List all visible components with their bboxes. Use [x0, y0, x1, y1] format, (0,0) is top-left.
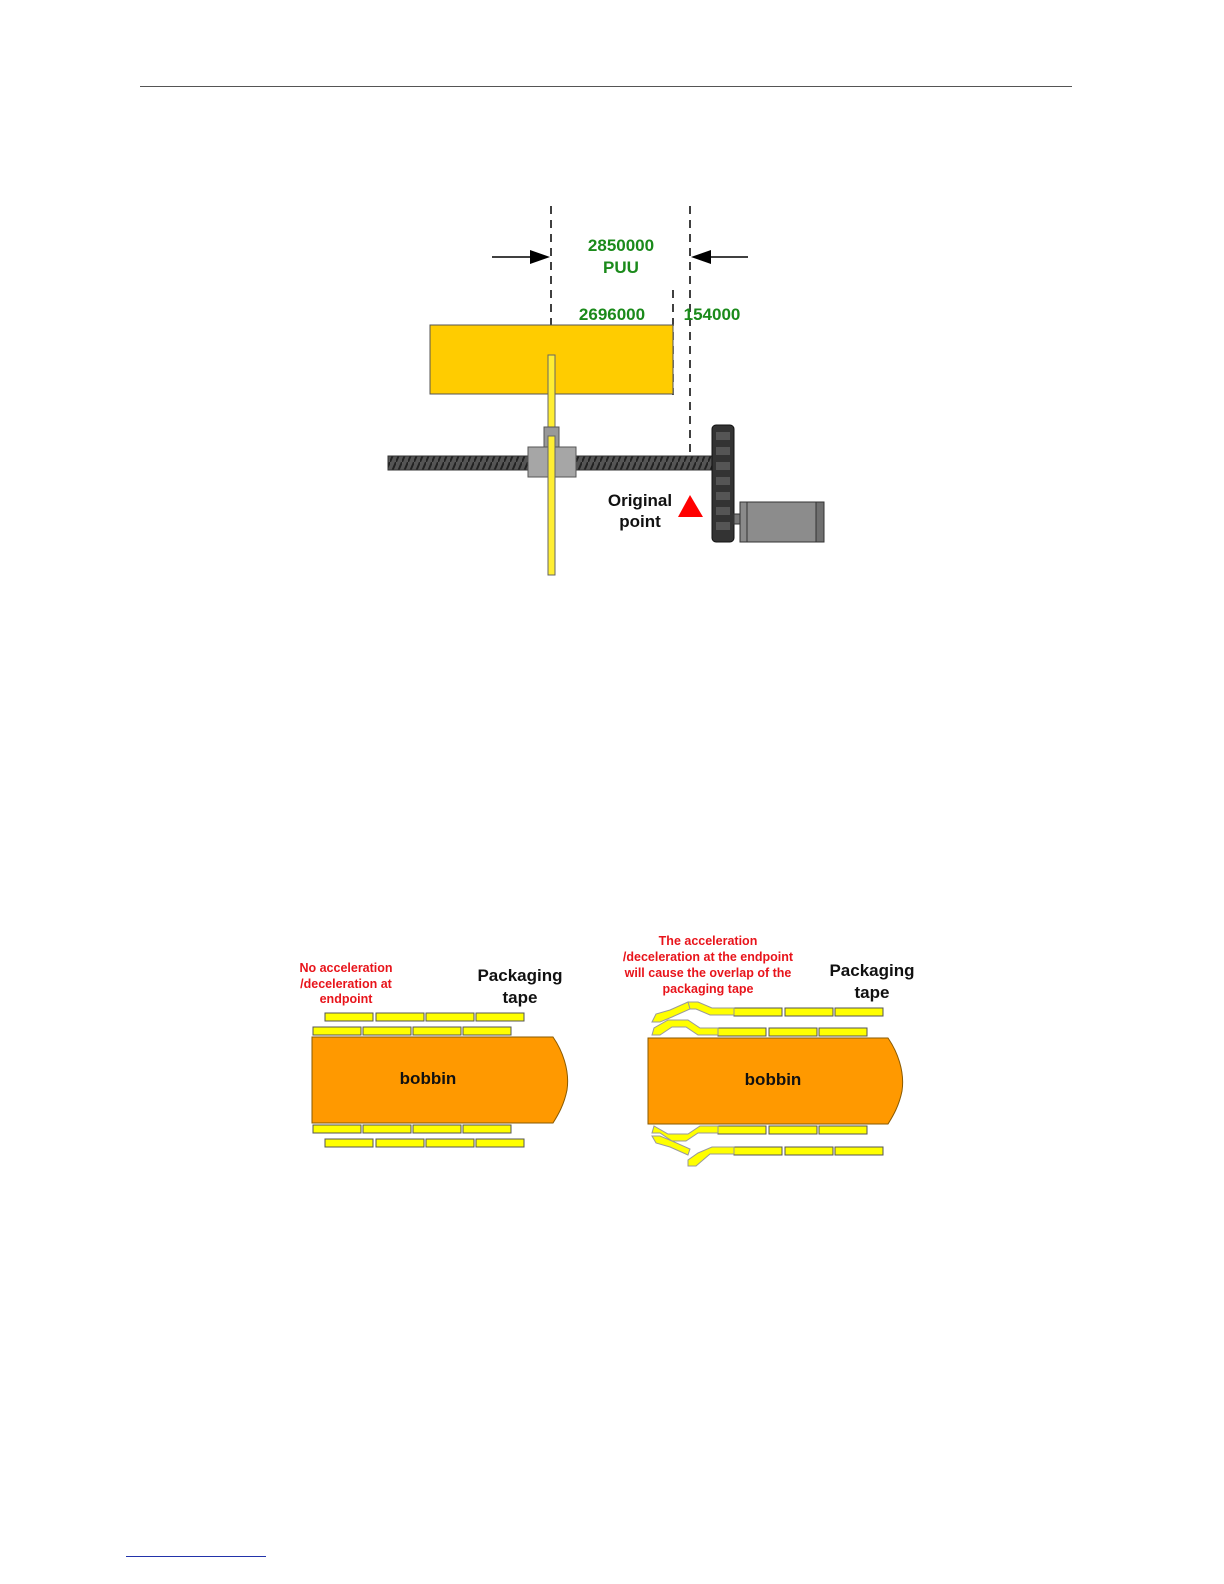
left-bobbin [312, 1037, 568, 1123]
left-note-line1: No acceleration [299, 961, 392, 975]
total-distance-value: 2850000 [588, 236, 654, 255]
right-bobbin [648, 1038, 903, 1124]
footer-rule [126, 1556, 266, 1557]
drive-gear [712, 425, 734, 542]
right-tape-label-line1: Packaging [829, 961, 914, 980]
right-tape-bottom [718, 1126, 883, 1155]
total-distance-unit: PUU [603, 258, 639, 277]
right-note-line1: The acceleration [659, 934, 758, 948]
segment-b-value: 154000 [684, 305, 741, 324]
left-bobbin-label: bobbin [400, 1069, 457, 1088]
positioning-diagram: 2850000 PUU 2696000 154000 Original poin… [0, 0, 1224, 620]
right-tape-top [718, 1008, 883, 1036]
right-note-line3: will cause the overlap of the [624, 966, 792, 980]
rod-through-nut [548, 436, 555, 575]
origin-marker-icon [678, 495, 703, 517]
dimension-arrow-left [492, 250, 550, 264]
left-tape-top [313, 1013, 524, 1035]
segment-a-value: 2696000 [579, 305, 645, 324]
right-note-line4: packaging tape [663, 982, 754, 996]
left-note-line3: endpoint [320, 992, 374, 1006]
right-bobbin-label: bobbin [745, 1070, 802, 1089]
right-tape-label-line2: tape [855, 983, 890, 1002]
bobbin-panel-right: The acceleration /deceleration at the en… [623, 934, 915, 1166]
left-note-line2: /deceleration at [300, 977, 393, 991]
right-tape-overlap-bottom [652, 1126, 734, 1166]
origin-label-line2: point [619, 512, 661, 531]
left-tape-label-line2: tape [503, 988, 538, 1007]
origin-label-line1: Original [608, 491, 672, 510]
right-tape-overlap-top [652, 1002, 734, 1035]
dimension-arrow-right [691, 250, 748, 264]
right-note-line2: /deceleration at the endpoint [623, 950, 794, 964]
left-tape-label-line1: Packaging [477, 966, 562, 985]
bobbin-panel-left: No acceleration /deceleration at endpoin… [299, 961, 567, 1147]
left-tape-bottom [313, 1125, 524, 1147]
servo-motor [734, 502, 824, 542]
